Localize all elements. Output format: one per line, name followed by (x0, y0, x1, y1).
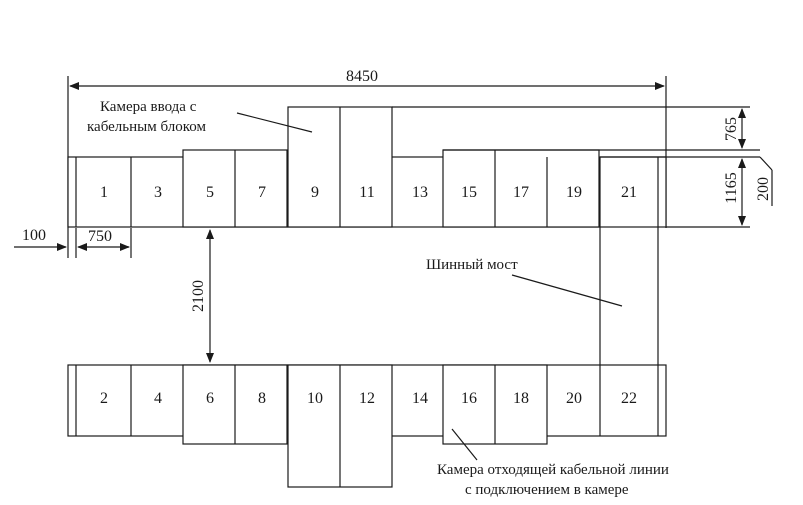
input-chamber-label-line2: кабельным блоком (87, 119, 206, 135)
cell-10: 10 (307, 390, 323, 407)
dim-200-label: 200 (755, 177, 772, 201)
cell-16: 16 (461, 390, 477, 407)
busbar-bridge (599, 227, 659, 365)
cell-13: 13 (412, 184, 428, 201)
dimension-left-side: 100 750 (14, 227, 132, 258)
dim-750-label: 750 (88, 228, 112, 245)
cell-4: 4 (154, 390, 162, 407)
cell-5: 5 (206, 184, 214, 201)
cell-14: 14 (412, 390, 428, 407)
cell-17: 17 (513, 184, 529, 201)
dim-765-label: 765 (723, 117, 740, 141)
cell-19: 19 (566, 184, 582, 201)
dim-1165-label: 1165 (723, 172, 740, 203)
dim-2100-label: 2100 (190, 280, 207, 312)
outgoing-chamber-label-line1: Камера отходящей кабельной линии (437, 462, 669, 478)
cell-15: 15 (461, 184, 477, 201)
busbar-bridge-label: Шинный мост (426, 257, 518, 273)
annotation-input-chamber: Камера ввода с кабельным блоком (87, 99, 313, 135)
bottom-row-cells: 2 4 6 8 10 12 14 16 18 20 22 (67, 364, 667, 488)
cell-21: 21 (621, 184, 637, 201)
input-chamber-label-line1: Камера ввода с (100, 99, 197, 115)
cell-8: 8 (258, 390, 266, 407)
annotation-outgoing-chamber: Камера отходящей кабельной линии с подкл… (437, 428, 669, 498)
cell-18: 18 (513, 390, 529, 407)
cell-20: 20 (566, 390, 582, 407)
dimension-overall-width: 8450 (67, 68, 667, 258)
dim-100-label: 100 (22, 227, 46, 244)
cell-3: 3 (154, 184, 162, 201)
dimension-row-spacing: 2100 (190, 229, 214, 363)
cell-11: 11 (359, 184, 374, 201)
cell-7: 7 (258, 184, 266, 201)
cell-9: 9 (311, 184, 319, 201)
cell-1: 1 (100, 184, 108, 201)
annotation-busbar-bridge: Шинный мост (426, 257, 623, 307)
top-row-cells: 1 3 5 7 9 11 13 15 17 19 21 (67, 106, 667, 228)
outgoing-chamber-label-line2: с подключением в камере (465, 482, 629, 498)
cell-22: 22 (621, 390, 637, 407)
cell-6: 6 (206, 390, 214, 407)
dimension-right-side: 765 1165 200 (392, 106, 773, 228)
cell-2: 2 (100, 390, 108, 407)
cell-12: 12 (359, 390, 375, 407)
dim-8450-label: 8450 (346, 68, 378, 85)
